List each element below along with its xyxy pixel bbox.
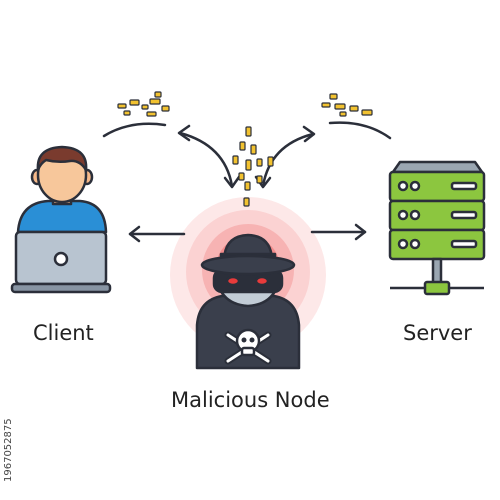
left-intercept-arrow [178,131,234,188]
data-bits [117,91,373,207]
stock-id-watermark: 1967052875 [3,418,14,482]
client-hair [36,145,88,172]
server-arc [328,121,392,140]
arrow-to-server-head [354,223,367,241]
user-with-laptop-icon [10,145,112,294]
left-intercept-tail-arrowhead [177,124,191,142]
malicious-node-label: Malicious Node [171,388,330,412]
client-label: Client [33,321,94,345]
right-intercept-arrow [261,132,315,188]
server-rack-icon [388,160,486,296]
client-shirt [16,199,108,234]
server-connector [423,280,451,296]
server-label: Server [403,321,472,345]
left-intercept-arrowhead [223,175,241,189]
arrow-to-client-head [128,225,141,243]
data-flow-arcs [102,121,392,140]
hacker-skull-icon [195,233,301,370]
skull-crossbones-icon [224,328,272,365]
right-intercept-tail-arrowhead [302,125,316,143]
hacker-left-eye [225,275,241,287]
horizontal-arrows [128,223,367,243]
hacker-right-eye [254,275,270,287]
server-top [391,160,484,174]
client-laptop-base [10,282,112,294]
client-arc [102,122,167,138]
